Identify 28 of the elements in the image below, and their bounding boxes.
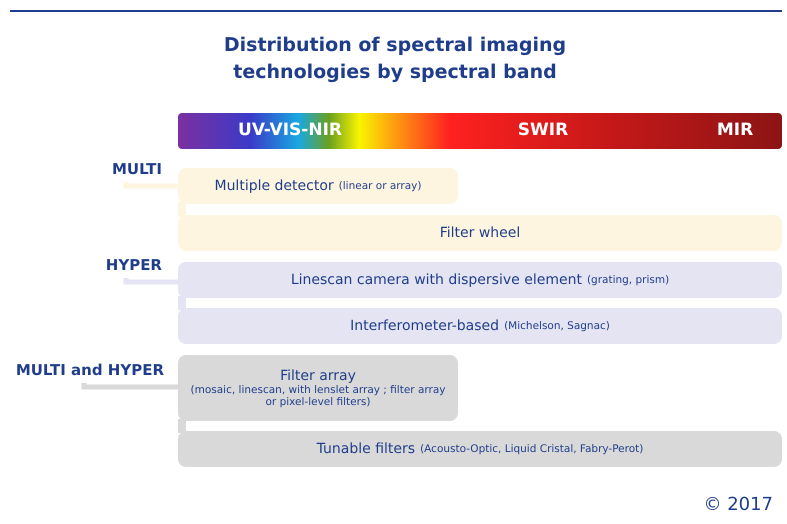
connector-line [124, 182, 178, 188]
title: Distribution of spectral imaging technologies by spectral band [222, 33, 568, 85]
connector-line [124, 278, 178, 284]
technology-bar [178, 355, 458, 421]
spectrum-band [178, 113, 782, 149]
group-label: MULTI [90, 160, 162, 182]
technology-name: Multiple detector [214, 178, 334, 194]
technology-examples: (mosaic, linescan, with lenslet array ; filter array or pixel-level filters) [190, 384, 446, 408]
band-label: SWIR [518, 120, 568, 140]
group-label: HYPER [90, 256, 162, 278]
technology-bar [178, 431, 782, 467]
technology-examples: (linear or array) [338, 180, 422, 192]
technology-bar [178, 215, 782, 251]
technology-examples: (Michelson, Sagnac) [504, 320, 610, 332]
technology-bar [178, 308, 782, 344]
technology-examples: (grating, prism) [586, 274, 670, 286]
technology-name: Linescan camera with dispersive element [290, 272, 582, 288]
copyright-note: © 2017 [703, 494, 773, 515]
technology-examples: (Acousto-Optic, Liquid Cristal, Fabry-Perot) [420, 443, 644, 455]
technology-name: Tunable filters [316, 441, 416, 457]
technology-name: Filter wheel [440, 225, 520, 241]
band-label: MIR [716, 120, 754, 140]
technology-name: Interferometer-based [350, 318, 500, 334]
technology-bar [178, 262, 782, 298]
technology-bar [178, 168, 458, 204]
technology-name: Filter array [280, 368, 356, 384]
connector-line [82, 383, 178, 390]
group-label: MULTI and HYPER [4, 361, 164, 383]
